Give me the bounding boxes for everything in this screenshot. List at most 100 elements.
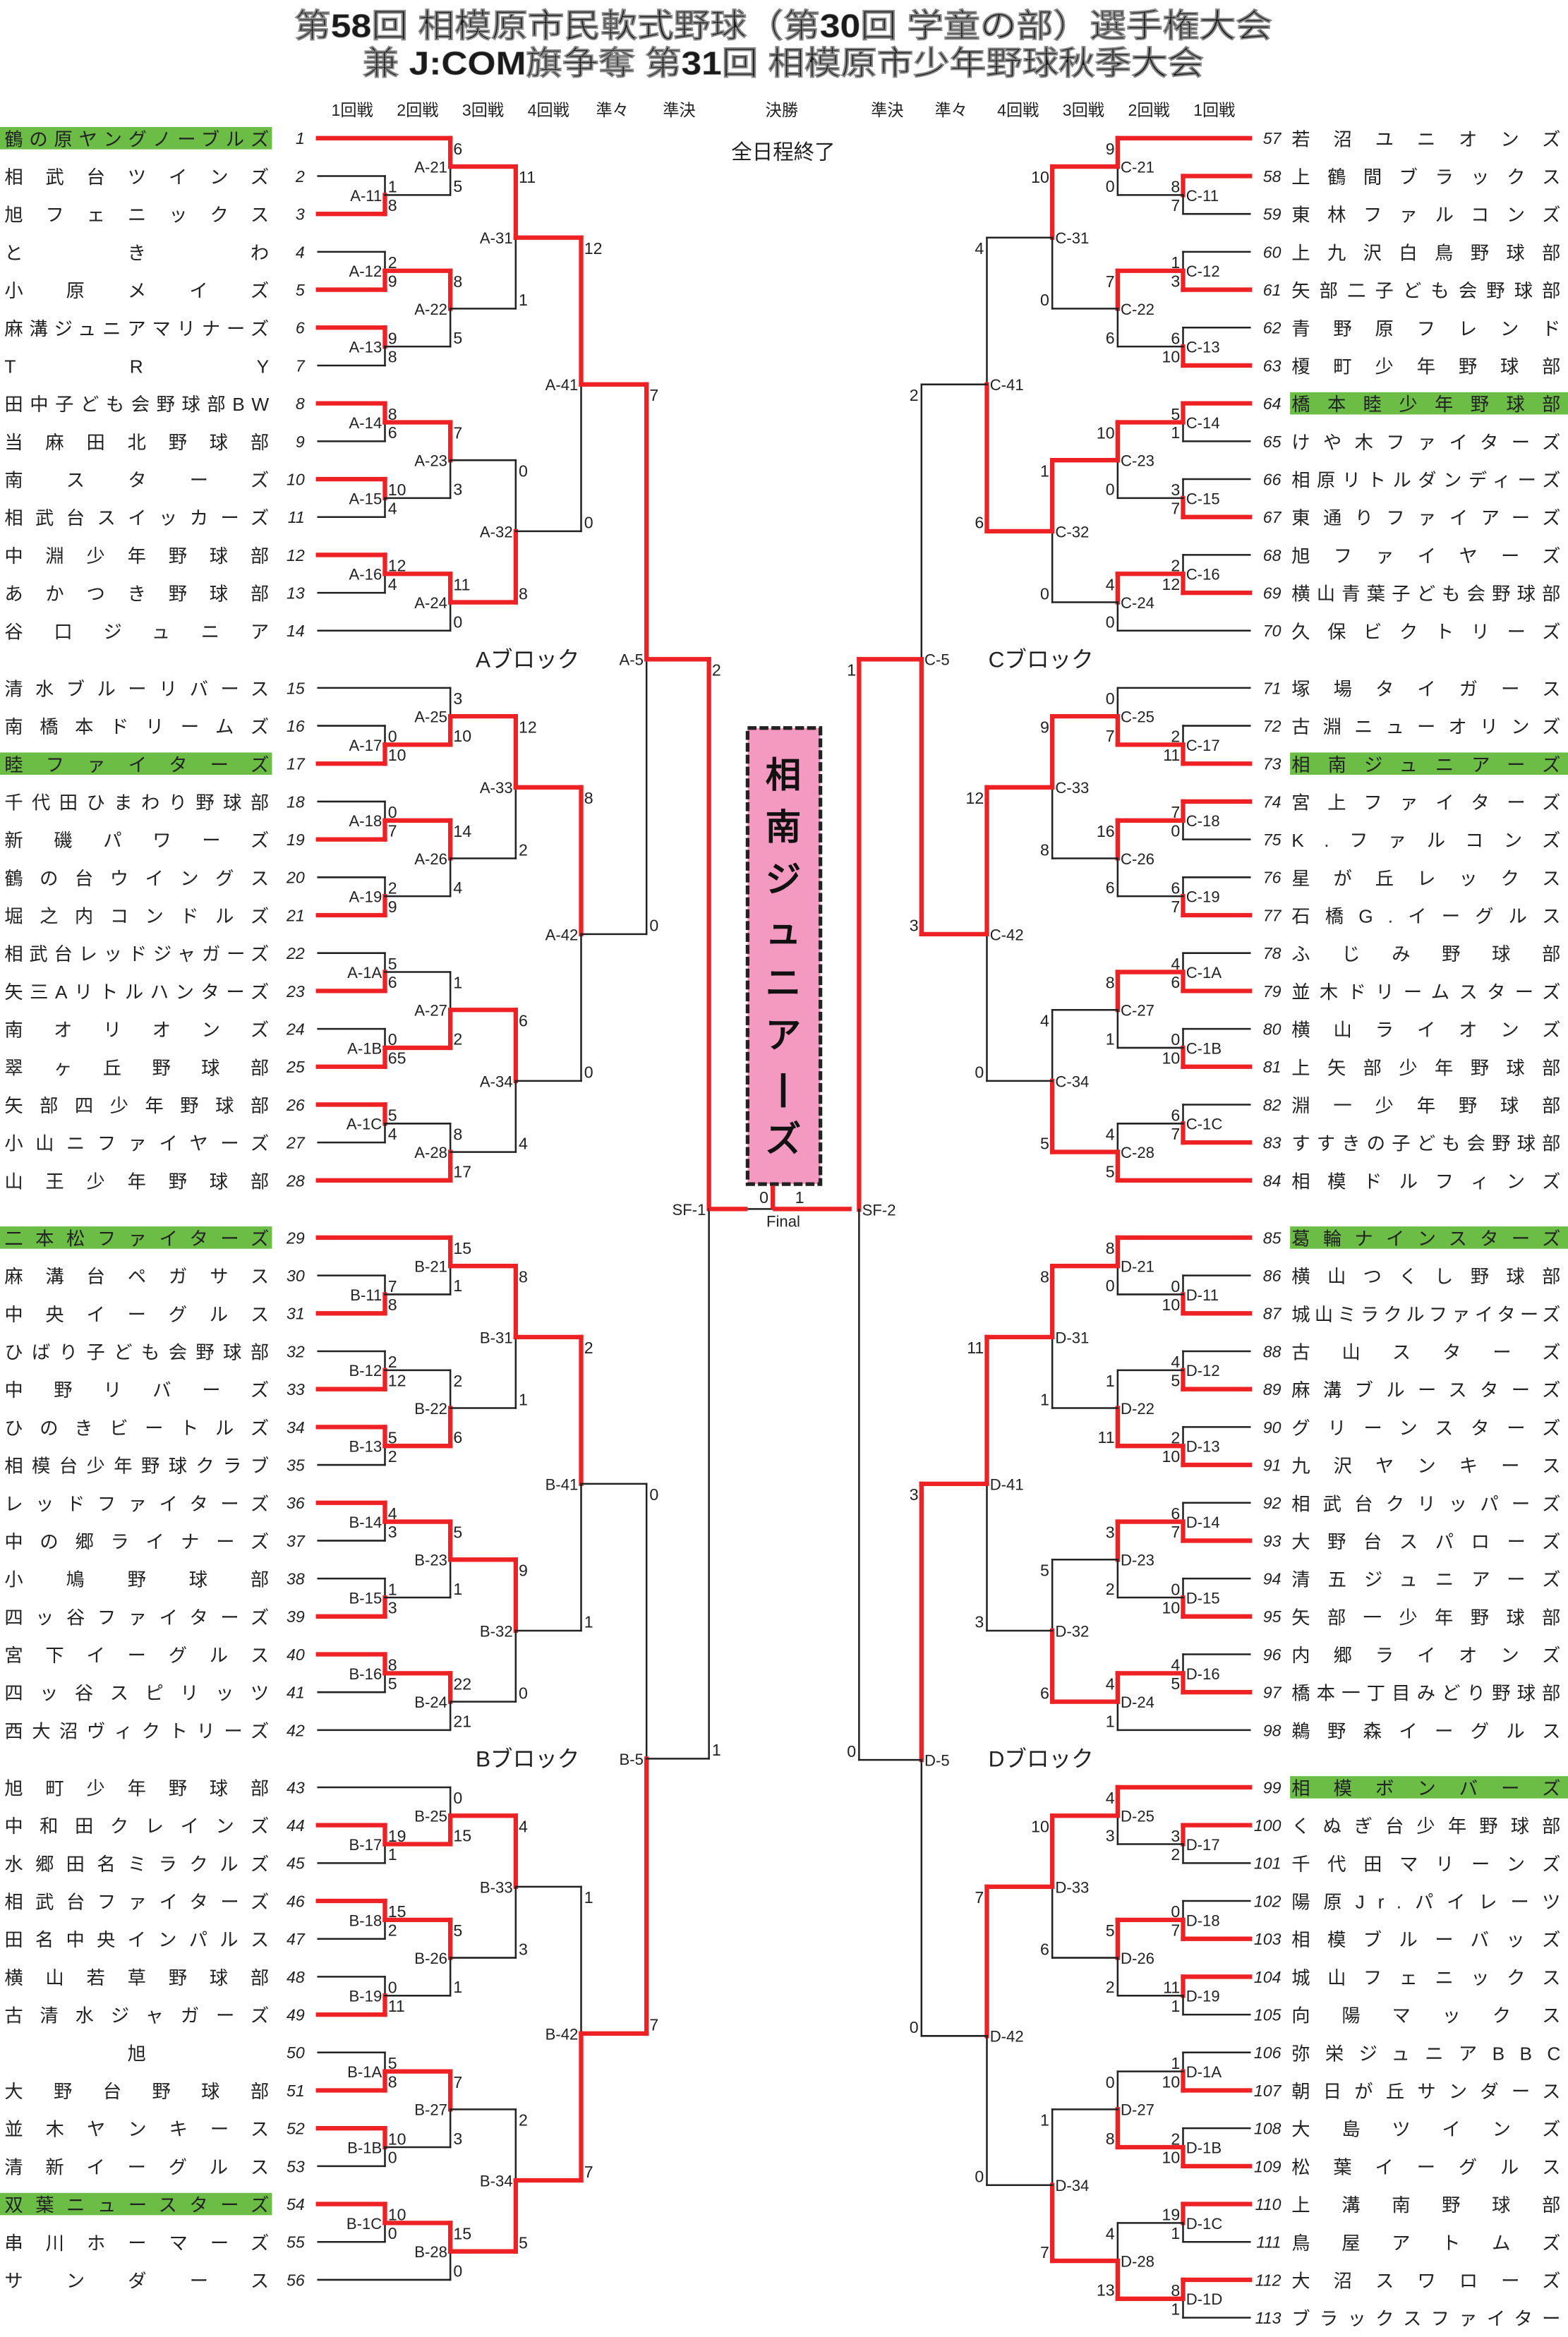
team-name: ふじみ野球部: [1291, 943, 1560, 965]
match-label: C-12: [1186, 262, 1220, 280]
team-name: 橋本一丁目みどり野球部: [1291, 1683, 1560, 1704]
match-label: B-34: [480, 2172, 513, 2190]
match-label: A-1B: [347, 1039, 382, 1057]
seed-highlight: [1290, 1226, 1568, 1249]
team-name: 横山ライオンズ: [1291, 1020, 1560, 1041]
team-number: 11: [288, 508, 305, 526]
match-label: B-32: [480, 1622, 513, 1640]
match-score: 7: [1171, 1921, 1180, 1940]
match-score: 8: [1171, 178, 1180, 196]
team-number: 48: [287, 1968, 305, 1986]
team-name: 西大沼ヴィクトリーズ: [4, 1720, 269, 1741]
team-number: 41: [287, 1684, 305, 1702]
team-number: 26: [286, 1096, 305, 1114]
match-score: 8: [1171, 2281, 1180, 2300]
team-number: 82: [1263, 1096, 1281, 1114]
match-score: 0: [649, 1485, 658, 1504]
team-name: 朝日が丘サンダース: [1291, 2081, 1560, 2102]
team-name: 田中子ども会野球部BW: [4, 394, 269, 415]
match-label: D-1A: [1186, 2063, 1222, 2081]
match-score: 4: [388, 1125, 397, 1143]
match-score: 0: [1171, 1277, 1180, 1296]
match-label: D-5: [924, 1752, 950, 1770]
team-name: 鳥屋アトムズ: [1291, 2233, 1560, 2254]
team-number: 105: [1254, 2006, 1281, 2024]
match-label: C-22: [1121, 301, 1154, 318]
match-score: 5: [1106, 1163, 1115, 1181]
match-score: 15: [388, 1902, 406, 1921]
match-score: 3: [453, 689, 462, 708]
match-score: 15: [453, 1826, 471, 1844]
team-number: 19: [287, 831, 305, 849]
match-score: 2: [388, 1353, 397, 1371]
team-name: 鶴の原ヤングノーブルズ: [4, 128, 269, 150]
team-number: 102: [1254, 1892, 1281, 1910]
match-score: 11: [1163, 746, 1180, 764]
match-label: A-31: [480, 229, 513, 247]
team-number: 79: [1263, 982, 1281, 1001]
team-number: 8: [296, 394, 305, 413]
match-score: 3: [1171, 272, 1180, 290]
team-number: 7: [296, 356, 306, 375]
match-score: 5: [388, 955, 397, 973]
match-score: 10: [1031, 168, 1049, 186]
match-score: 0: [975, 2168, 984, 2186]
team-number: 31: [287, 1305, 305, 1323]
match-score: 0: [1106, 2073, 1115, 2091]
champion-char: ジ: [766, 859, 802, 899]
team-name: 上矢部少年野球部: [1291, 1057, 1560, 1078]
match-label: SF-2: [862, 1202, 896, 1219]
match-score: 8: [519, 1267, 528, 1286]
team-name: 向陽マックス: [1291, 2005, 1560, 2027]
team-name: グリーンスターズ: [1291, 1418, 1560, 1439]
seed-highlight: [1290, 752, 1568, 775]
match-label: A-1A: [347, 964, 382, 982]
match-score: 8: [453, 1125, 462, 1143]
match-score: 7: [649, 386, 658, 404]
match-score: 15: [453, 2225, 471, 2243]
team-number: 90: [1263, 1418, 1281, 1437]
match-label: A-27: [414, 1002, 447, 1020]
match-score: 14: [453, 822, 471, 840]
match-score: 6: [388, 423, 397, 442]
team-name: 千代田マリーンズ: [1291, 1854, 1560, 1875]
match-score: 9: [388, 272, 397, 290]
match-label: A-23: [414, 452, 447, 470]
match-label: B-33: [480, 1878, 513, 1896]
team-name: 石橋G.イーグルス: [1291, 906, 1560, 927]
block-label-a: Aブロック: [476, 646, 579, 672]
team-name: 東通りファイアーズ: [1291, 507, 1560, 529]
match-score: 11: [453, 575, 470, 593]
match-score: 8: [388, 348, 397, 366]
match-score: 5: [519, 2233, 528, 2252]
match-score: 1: [712, 1741, 721, 1759]
match-label: C-41: [990, 376, 1024, 394]
team-name: 小鳩野球部: [4, 1569, 269, 1590]
match-score: 4: [1106, 1125, 1115, 1143]
match-label: A-5: [620, 651, 644, 669]
match-score: 10: [388, 2130, 406, 2148]
match-label: A-24: [414, 594, 447, 612]
match-score: 5: [388, 1674, 397, 1693]
match-label: B-1B: [347, 2139, 382, 2156]
team-number: 97: [1263, 1684, 1282, 1702]
match-score: 0: [453, 2262, 462, 2281]
team-name: 並木ヤンキース: [4, 2119, 269, 2140]
match-score: 6: [1171, 1504, 1180, 1523]
team-number: 23: [286, 982, 305, 1001]
team-number: 77: [1263, 906, 1282, 924]
